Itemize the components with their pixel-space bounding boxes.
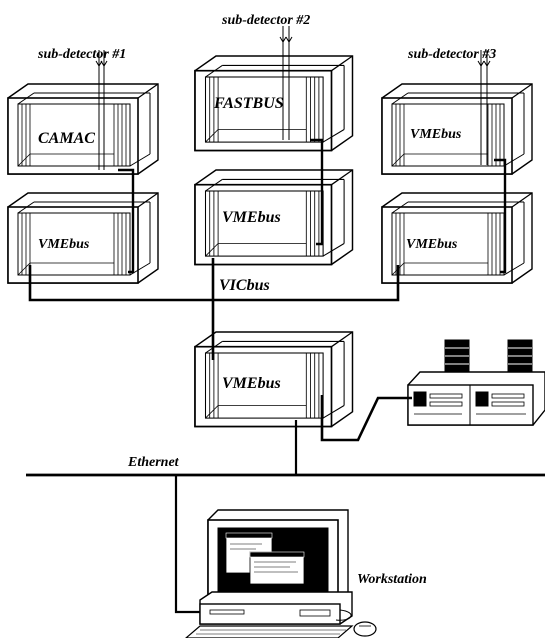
crate-camac <box>7 83 159 175</box>
subdetector-2-label: sub-detector #2 <box>221 13 310 28</box>
vmebus-mid-3-label: VMEbus <box>406 237 458 252</box>
vmebus-top-3-label: VMEbus <box>410 127 462 142</box>
inter-crate-cables <box>118 138 507 274</box>
subdetector-3-label: sub-detector #3 <box>407 47 496 62</box>
mouse-icon <box>335 609 377 637</box>
subdetector-1-label: sub-detector #1 <box>37 47 126 62</box>
storage-cable <box>320 395 412 442</box>
fastbus-label: FASTBUS <box>213 95 284 112</box>
subdetector-2-arrows <box>279 26 293 43</box>
keyboard-icon <box>185 625 354 638</box>
storage-unit-icon <box>407 339 545 426</box>
workstation-label: Workstation <box>357 572 427 587</box>
vmebus-central-label: VMEbus <box>222 375 281 392</box>
vmebus-mid-1-label: VMEbus <box>38 237 90 252</box>
vicbus-label: VICbus <box>219 277 270 294</box>
camac-label: CAMAC <box>38 130 95 147</box>
vmebus-mid-2-label: VMEbus <box>222 209 281 226</box>
vicbus-line <box>28 258 400 360</box>
ethernet-label: Ethernet <box>127 455 180 470</box>
subdetector-cables <box>98 42 488 170</box>
workstation-computer-icon <box>199 509 353 625</box>
